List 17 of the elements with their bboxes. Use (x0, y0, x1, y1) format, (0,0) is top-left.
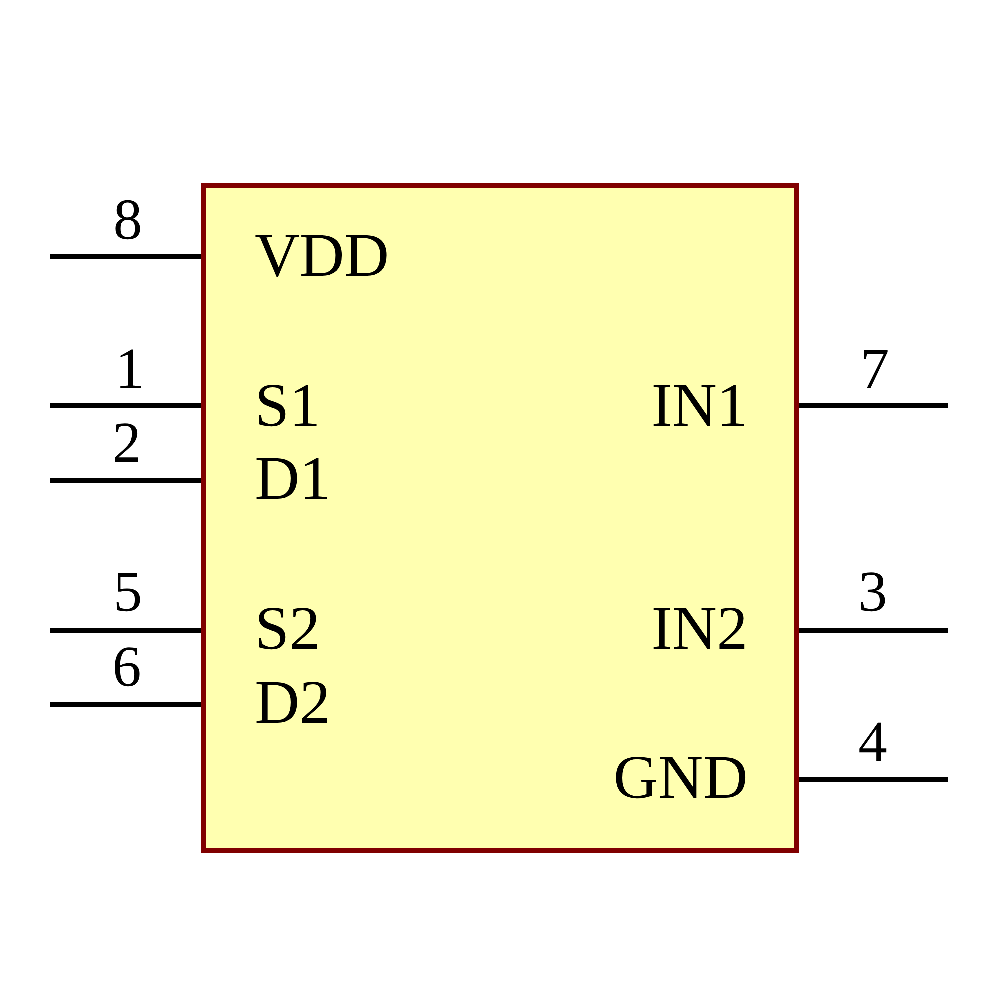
pin-name: D2 (255, 672, 331, 734)
pin-number: 7 (860, 340, 890, 398)
pin-number: 3 (858, 563, 888, 621)
pin-name: IN1 (652, 375, 748, 437)
pin-number: 8 (114, 191, 142, 249)
pin-name: S1 (255, 375, 320, 437)
pin-number: 6 (112, 638, 142, 696)
pin-name: GND (614, 747, 748, 809)
chip-body (201, 183, 799, 853)
pin-number: 5 (114, 563, 142, 621)
pin-name: VDD (255, 225, 390, 287)
pin-name: S2 (255, 598, 320, 660)
pin-number: 2 (112, 414, 142, 472)
pin-name: IN2 (652, 598, 748, 660)
pin-number: 4 (858, 713, 888, 771)
pin-number: 1 (116, 340, 144, 398)
pin-name: D1 (255, 448, 331, 510)
